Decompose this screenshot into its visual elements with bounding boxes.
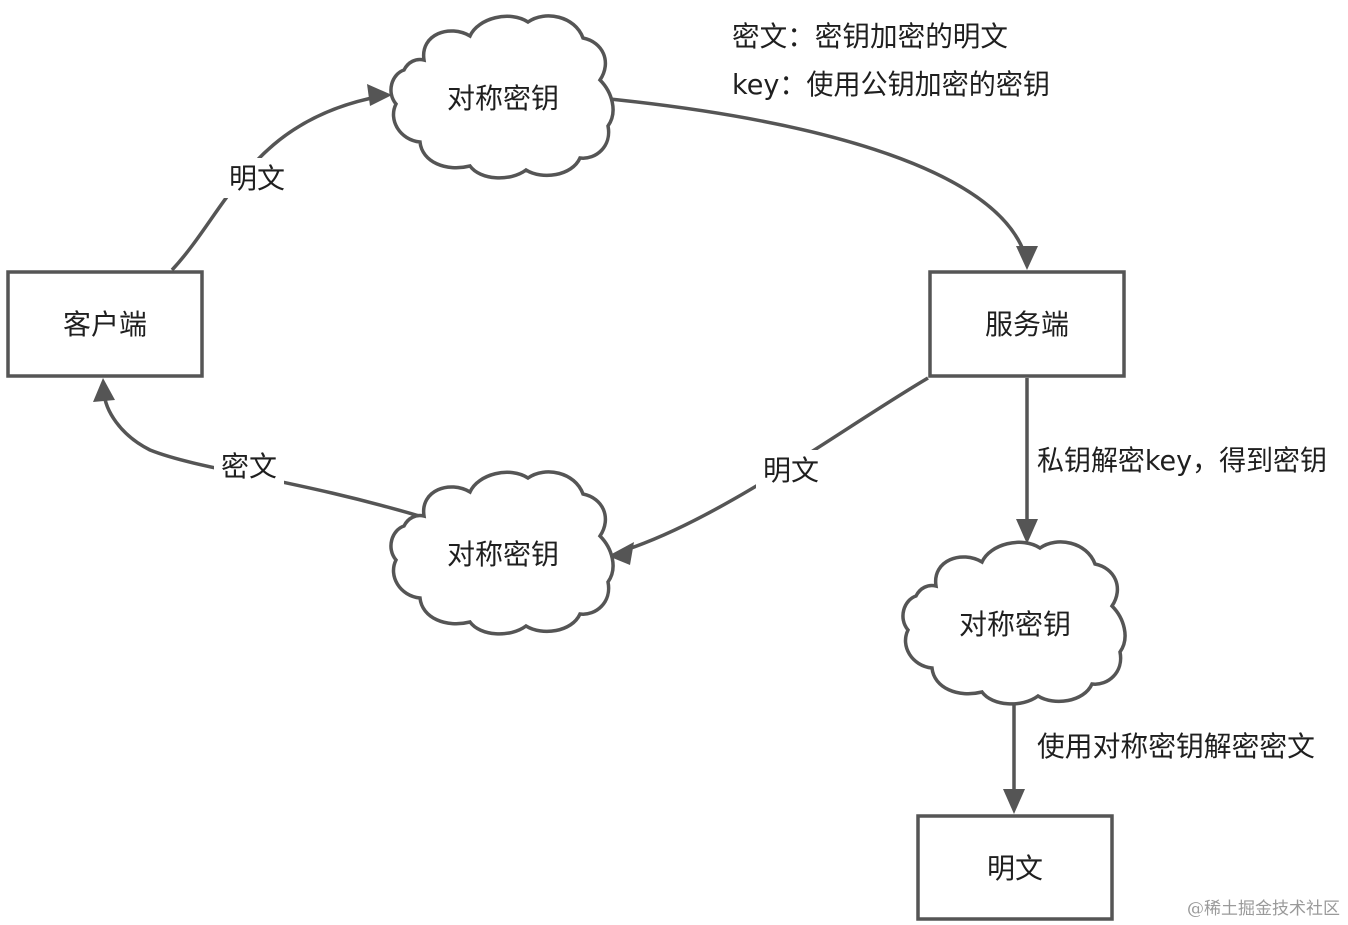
note-ciphertext-definition: 密文：密钥加密的明文 xyxy=(732,20,1008,53)
plaintext-box-label: 明文 xyxy=(987,852,1043,885)
cloud-top xyxy=(389,14,615,180)
edge-label-bg-client-to-cloud xyxy=(222,158,292,198)
arrowhead-cloud-to-client xyxy=(93,378,115,402)
edge-cloud-to-server xyxy=(599,96,1028,259)
client-box xyxy=(6,270,204,378)
cloud-bottom xyxy=(389,470,615,636)
server-label: 服务端 xyxy=(985,308,1069,341)
note-key-definition: key：使用公钥加密的密钥 xyxy=(732,68,1050,101)
edge-label-cloud-right-to-plaintext: 使用对称密钥解密密文 xyxy=(1037,730,1315,763)
plaintext-box xyxy=(916,814,1114,921)
arrowhead-server-to-cloud-right xyxy=(1016,519,1038,544)
edge-label-bg-cloud-to-client xyxy=(214,446,284,486)
cloud-right-label: 对称密钥 xyxy=(959,608,1071,641)
edge-cloud-to-client xyxy=(102,391,427,520)
arrowhead-client-to-cloud xyxy=(367,84,392,106)
edge-label-server-to-cloud: 明文 xyxy=(763,454,819,487)
edge-label-bg-server-to-cloud xyxy=(756,450,826,490)
cloud-top-label: 对称密钥 xyxy=(447,82,559,115)
edge-label-client-to-cloud: 明文 xyxy=(229,162,285,195)
edge-label-server-to-cloud-right: 私钥解密key，得到密钥 xyxy=(1037,444,1327,477)
cloud-bottom-label: 对称密钥 xyxy=(447,538,559,571)
arrowhead-cloud-to-server xyxy=(1016,246,1038,270)
arrowhead-server-to-cloud xyxy=(608,542,634,565)
watermark-text: @稀土掘金技术社区 xyxy=(1187,899,1340,919)
client-label: 客户端 xyxy=(63,308,147,341)
arrowhead-cloud-right-to-plaintext xyxy=(1003,789,1025,814)
edge-label-cloud-to-client: 密文 xyxy=(221,450,277,483)
cloud-right xyxy=(901,540,1127,706)
server-box xyxy=(928,270,1126,378)
